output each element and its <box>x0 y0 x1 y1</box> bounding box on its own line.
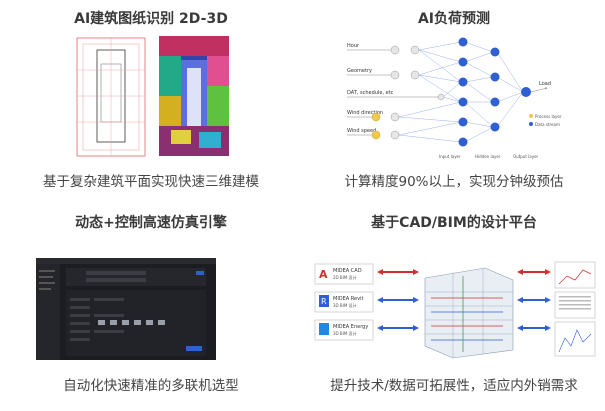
svg-text:A: A <box>319 268 328 281</box>
platform-diagram: A MIDEA CAD 2D BIM 设计 R MIDEA Revit 3D B… <box>314 261 596 359</box>
output-label: Load <box>539 81 551 87</box>
floorplan-3d <box>159 36 229 156</box>
panel-caption: 自动化快速精准的多联机选型 <box>63 378 239 394</box>
floorplan-2d <box>76 37 146 157</box>
svg-text:3D BIM 设计: 3D BIM 设计 <box>333 330 357 336</box>
panel-design-platform: 基于CAD/BIM的设计平台 A MIDEA CAD 2D BIM 设计 R M… <box>303 206 605 411</box>
panel-title: 基于CAD/BIM的设计平台 <box>371 215 537 231</box>
input-label: Hour <box>347 43 360 49</box>
software-screenshot <box>36 258 216 360</box>
svg-text:2D BIM 设计: 2D BIM 设计 <box>333 274 357 280</box>
layer-label: Output layer <box>513 154 539 159</box>
building-3d-model <box>424 267 514 359</box>
tool-badge: R MIDEA Revit 3D BIM 设计 <box>314 291 374 313</box>
tool-badge: A MIDEA CAD 2D BIM 设计 <box>314 263 374 285</box>
panel-load-prediction: AI负荷预测 Hour Geometry DAT, schedule, etc … <box>303 0 605 205</box>
neural-network-diagram: Hour Geometry DAT, schedule, etc Wind di… <box>347 37 562 159</box>
legend-label: Process layer <box>535 114 562 119</box>
layer-label: Input layer <box>439 154 461 159</box>
floorplan-2d-3d-figure <box>76 36 229 157</box>
input-label: Wind speed <box>347 128 376 134</box>
panel-title: 动态+控制高速仿真引擎 <box>75 215 227 231</box>
layer-label: Hidden layer <box>475 154 501 159</box>
svg-text:R: R <box>321 297 327 306</box>
panel-title: AI建筑图纸识别 2D-3D <box>74 11 228 27</box>
panel-caption: 提升技术/数据可拓展性，适应内外销需求 <box>330 378 578 394</box>
legend-label: Data stream <box>535 122 560 127</box>
svg-text:MIDEA Revit: MIDEA Revit <box>333 296 363 302</box>
input-label: Wind direction <box>347 110 383 116</box>
svg-text:MIDEA Energy: MIDEA Energy <box>333 324 368 330</box>
arrow-icon <box>517 269 551 331</box>
tool-badge: MIDEA Energy 3D BIM 设计 <box>314 319 374 341</box>
panel-drawing-recognition: AI建筑图纸识别 2D-3D 基于复杂建筑平面实现快速三维 <box>0 0 302 205</box>
svg-text:MIDEA CAD: MIDEA CAD <box>333 268 362 274</box>
result-sheet <box>554 261 596 357</box>
panel-simulation-engine: 动态+控制高速仿真引擎 自动化快速精准的多联机选型 <box>0 206 302 411</box>
panel-title: AI负荷预测 <box>417 11 491 27</box>
svg-text:3D BIM 设计: 3D BIM 设计 <box>333 302 357 308</box>
panel-caption: 计算精度90%以上，实现分钟级预估 <box>344 174 564 190</box>
input-label: DAT, schedule, etc <box>347 90 394 96</box>
input-label: Geometry <box>347 68 372 74</box>
arrow-icon <box>377 269 419 331</box>
panel-caption: 基于复杂建筑平面实现快速三维建模 <box>43 174 259 190</box>
